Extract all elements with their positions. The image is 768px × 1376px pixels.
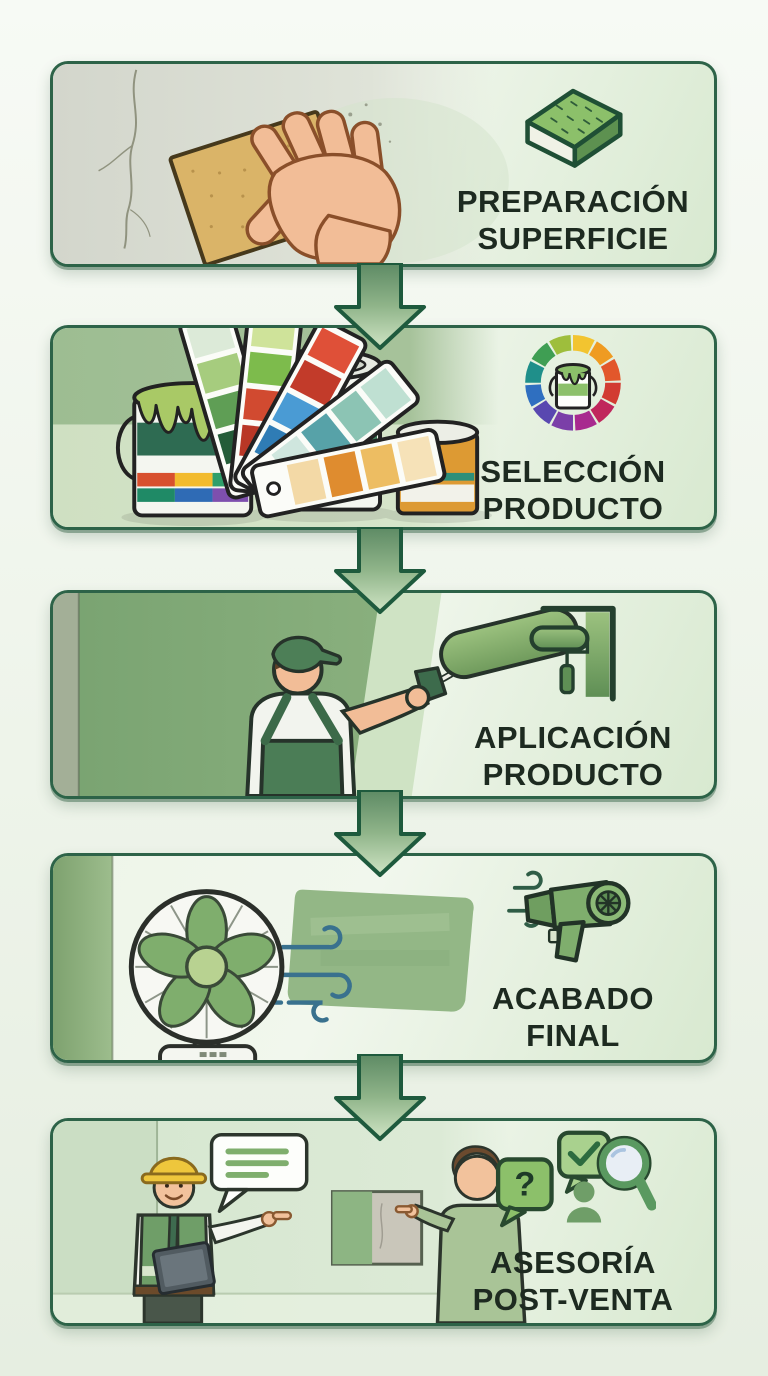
hair-dryer-body [524,879,631,963]
hand-sanding-illustration [53,64,509,264]
paint-cans-illustration [53,328,499,527]
step5-title-line2: POST-VENTA [472,1281,674,1317]
painter-illustration [53,593,580,796]
step-box-asesoria-post-venta: ? ASESORÍA [50,1118,717,1326]
step3-title: APLICACIÓN PRODUCTO [474,719,672,793]
color-wheel-paint-can-icon [525,334,621,431]
paint-patch [287,889,474,1012]
flow-arrow-1 [334,263,426,350]
step-box-aplicacion-producto: APLICACIÓN PRODUCTO [50,590,717,799]
step5-title-line1: ASESORÍA [490,1244,656,1280]
step4-title-line2: FINAL [526,1017,620,1053]
step4-label-column: ACABADO FINAL [437,856,709,1060]
step2-title-line1: SELECCIÓN [480,454,666,489]
step3-title-line1: APLICACIÓN [474,719,672,755]
wall-sample-square [330,1190,424,1266]
customer-figure [394,1145,527,1323]
sponge-texture [550,101,603,134]
step-box-preparacion-superficie: PREPARACIÓN SUPERFICIE [50,61,717,267]
advisor-figure [132,1156,293,1323]
step4-title-line1: ACABADO [492,980,654,1016]
step2-title-line2: PRODUCTO [482,491,664,526]
flow-arrow-2 [334,527,426,614]
step1-title: PREPARACIÓN SUPERFICIE [457,183,689,257]
step2-label-column: SELECCIÓN PRODUCTO [437,328,709,527]
wall-edge-strip [53,856,113,1060]
question-bubble-icon: ? [495,1156,554,1227]
wall-cracks [98,69,151,249]
step5-label-column: ? ASESORÍA [437,1121,709,1323]
step1-label-column: PREPARACIÓN SUPERFICIE [437,64,709,264]
step3-title-line2: PRODUCTO [482,756,664,792]
step-box-seleccion-producto: SELECCIÓN PRODUCTO [50,325,717,530]
step2-title: SELECCIÓN PRODUCTO [480,453,665,527]
wall-edge-strip [53,593,79,796]
wall-panel [585,611,610,697]
step1-title-line1: PREPARACIÓN [456,184,690,219]
tablet [151,1241,216,1295]
person-icon [566,1180,601,1222]
speech-bubble [209,1133,309,1213]
flow-arrow-4 [334,1054,426,1141]
step-box-acabado-final: ACABADO FINAL [50,853,717,1063]
step5-title: ASESORÍA POST-VENTA [473,1244,674,1318]
floor [53,1293,509,1323]
question-check-person-magnifier-icon: ? [495,1130,656,1227]
drying-fan-illustration [53,856,474,1060]
sanding-hand [245,109,402,264]
painter-figure [245,635,431,796]
paint-roller-wall-icon [529,605,616,701]
advisor-customer-illustration [53,1121,527,1323]
color-swatch-fans [178,328,447,519]
step3-label-column: APLICACIÓN PRODUCTO [437,593,709,796]
mini-paint-can [548,362,598,410]
flow-arrow-3 [334,790,426,877]
question-mark: ? [514,1165,535,1203]
sanding-sponge-icon [525,88,623,168]
magnifier-icon [596,1135,656,1211]
step1-title-line2: SUPERFICIE [477,221,669,256]
hair-dryer-airflow-icon [507,870,631,963]
electric-fan [128,889,285,1060]
step4-title: ACABADO FINAL [492,980,654,1054]
